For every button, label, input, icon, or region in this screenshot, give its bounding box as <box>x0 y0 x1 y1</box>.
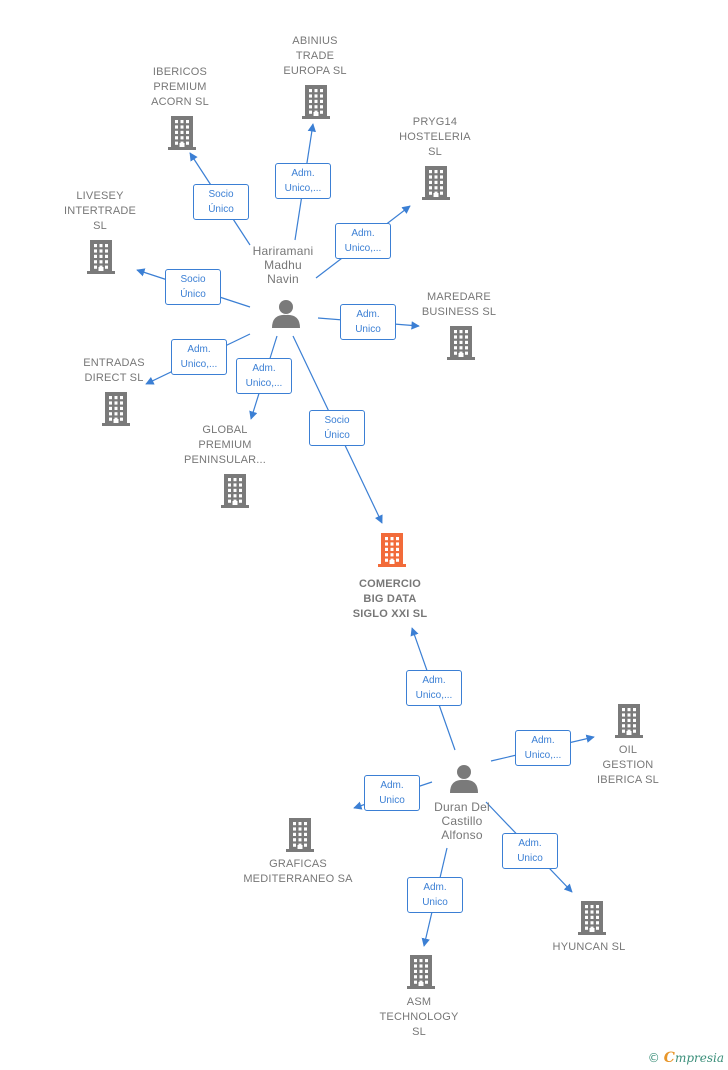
node-label-hari[interactable]: Hariramani Madhu Navin <box>252 244 314 286</box>
edge-label-hari-ibericos[interactable]: Socio Único <box>193 184 249 220</box>
brand-footer: ©Cmpresia <box>648 1050 724 1066</box>
person-icon-duran[interactable] <box>450 765 478 793</box>
building-icon-center[interactable] <box>378 533 406 567</box>
edge-label-hari-entradas[interactable]: Adm. Unico,... <box>171 339 227 375</box>
building-icon-global[interactable] <box>221 474 249 508</box>
node-label-abinius[interactable]: ABINIUS TRADE EUROPA SL <box>283 35 347 77</box>
node-label-global[interactable]: GLOBAL PREMIUM PENINSULAR... <box>183 424 267 466</box>
edge-label-hari-abinius[interactable]: Adm. Unico,... <box>275 163 331 199</box>
edge-label-hari-maredare[interactable]: Adm. Unico <box>340 304 396 340</box>
building-icon-oil[interactable] <box>615 704 643 738</box>
edge-label-duran-graficas[interactable]: Adm. Unico <box>364 775 420 811</box>
node-label-graficas[interactable]: GRAFICAS MEDITERRANEO SA <box>243 858 353 885</box>
building-icon-graficas[interactable] <box>286 818 314 852</box>
brand-initial: C <box>663 1050 675 1066</box>
node-label-maredare[interactable]: MAREDARE BUSINESS SL <box>421 291 497 318</box>
edge-label-hari-center[interactable]: Socio Único <box>309 410 365 446</box>
node-label-hyuncan[interactable]: HYUNCAN SL <box>552 941 626 953</box>
building-icon-hyuncan[interactable] <box>578 901 606 935</box>
building-icon-livesey[interactable] <box>87 240 115 274</box>
node-label-center[interactable]: COMERCIO BIG DATA SIGLO XXI SL <box>352 578 428 620</box>
node-label-ibericos[interactable]: IBERICOS PREMIUM ACORN SL <box>151 66 209 108</box>
node-label-duran[interactable]: Duran Del Castillo Alfonso <box>434 800 490 842</box>
edge-label-duran-hyuncan[interactable]: Adm. Unico <box>502 833 558 869</box>
person-icon-hari[interactable] <box>272 300 300 328</box>
building-icon-maredare[interactable] <box>447 326 475 360</box>
building-icon-asm[interactable] <box>407 955 435 989</box>
node-label-pryg[interactable]: PRYG14 HOSTELERIA SL <box>399 116 471 158</box>
edge-label-hari-pryg[interactable]: Adm. Unico,... <box>335 223 391 259</box>
node-label-livesey[interactable]: LIVESEY INTERTRADE SL <box>63 190 137 232</box>
building-icon-entradas[interactable] <box>102 392 130 426</box>
node-label-asm[interactable]: ASM TECHNOLOGY SL <box>379 996 459 1038</box>
node-label-oil[interactable]: OIL GESTION IBERICA SL <box>597 744 659 786</box>
building-icon-ibericos[interactable] <box>168 116 196 150</box>
brand-name: mpresia <box>674 1051 724 1065</box>
building-icon-pryg[interactable] <box>422 166 450 200</box>
building-icon-abinius[interactable] <box>302 85 330 119</box>
node-label-entradas[interactable]: ENTRADAS DIRECT SL <box>83 357 145 384</box>
edge-label-hari-global[interactable]: Adm. Unico,... <box>236 358 292 394</box>
edge-label-duran-center[interactable]: Adm. Unico,... <box>406 670 462 706</box>
edge-label-hari-livesey[interactable]: Socio Único <box>165 269 221 305</box>
edge-label-duran-oil[interactable]: Adm. Unico,... <box>515 730 571 766</box>
copyright-symbol: © <box>647 1051 660 1065</box>
edge-label-duran-asm[interactable]: Adm. Unico <box>407 877 463 913</box>
